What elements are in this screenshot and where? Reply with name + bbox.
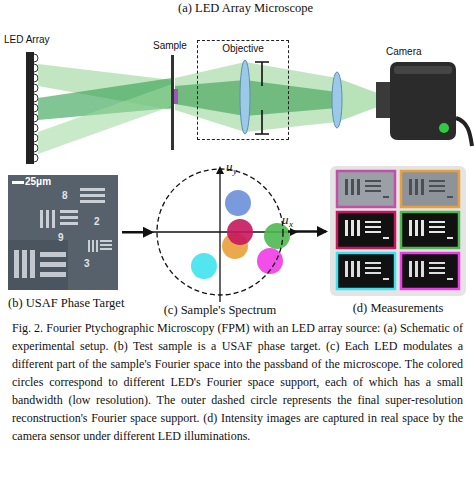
axis-label: u [282, 212, 289, 228]
usaf-image-bg [8, 175, 118, 290]
panel-heading: (d) Measurements [310, 301, 474, 316]
light-beam [175, 62, 245, 132]
component-label: Camera [386, 46, 422, 57]
camera-highlight [394, 66, 452, 74]
camera-mount [376, 82, 392, 118]
sample-specimen [174, 89, 178, 104]
axis-subscript: x [289, 219, 293, 229]
component-label: LED Array [4, 34, 50, 45]
figure-caption: Fig. 2. Fourier Ptychographic Microscopy… [12, 319, 463, 445]
component-label: Sample [153, 40, 187, 51]
usaf-bars [40, 210, 78, 228]
usaf-bars [14, 250, 66, 278]
sample-slide [171, 55, 174, 150]
usaf-bars [88, 240, 112, 252]
axis-subscript: y [233, 166, 237, 176]
panel-heading: (c) Sample's Spectrum [116, 303, 324, 318]
light-beam [38, 84, 172, 154]
spectrum-outline [156, 168, 284, 296]
objective-lens [240, 60, 250, 134]
usaf-bars [80, 188, 105, 203]
axis-uy [219, 172, 220, 302]
dashed-circle [157, 169, 283, 295]
camera-body [390, 62, 456, 140]
measurements-panel: (d) Measurements [330, 166, 466, 296]
camera-indicator [439, 123, 449, 133]
usaf-image-shade [8, 240, 68, 290]
spectrum-support [225, 190, 251, 216]
axis-arrowhead [290, 228, 298, 236]
panel-heading: (a) LED Array Microscope [178, 1, 313, 16]
usaf-number: 8 [62, 190, 68, 201]
light-beam [245, 62, 337, 132]
led-symbols [34, 54, 38, 162]
spectrum-support [191, 253, 217, 279]
flow-arrow [288, 230, 326, 233]
usaf-number: 9 [58, 232, 64, 243]
objective-box: Objective [197, 40, 289, 140]
camera-cable [456, 118, 472, 146]
light-beam [337, 78, 380, 122]
light-beam [175, 80, 245, 116]
tube-lens [332, 72, 342, 128]
light-beam [245, 80, 337, 116]
usaf-number: 3 [84, 258, 90, 269]
component-label: Objective [198, 43, 288, 54]
led-array-bar [26, 52, 34, 164]
panel-heading: (b) USAF Phase Target [8, 296, 124, 311]
scale-bar-label: 25μm [25, 176, 51, 187]
flow-arrow [122, 231, 152, 234]
aperture-stop [255, 62, 269, 134]
usaf-number: 2 [94, 216, 100, 227]
axis-label: u [226, 159, 233, 175]
spectrum-support [227, 219, 253, 245]
scale-bar [12, 181, 24, 184]
spectrum-panel: (c) Sample's Spectrum [156, 168, 284, 296]
axis-arrowhead [216, 166, 224, 174]
